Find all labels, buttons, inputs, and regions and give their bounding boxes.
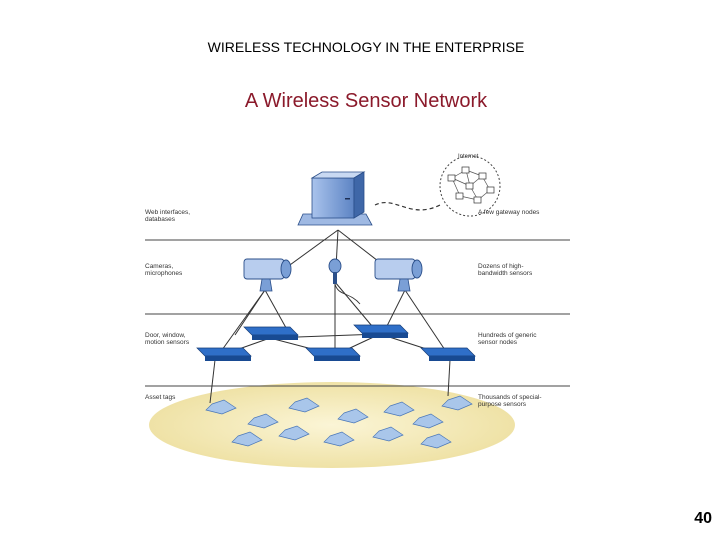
asset-tags <box>205 395 473 449</box>
tier-label-right: Hundreds of generic sensor nodes <box>478 332 538 346</box>
tier-label-left: Cameras, microphones <box>145 263 183 277</box>
asset-tag <box>288 397 320 413</box>
sensor-node <box>305 347 361 361</box>
asset-tag <box>383 401 415 417</box>
slide-title: A Wireless Sensor Network <box>244 90 488 112</box>
tier-label-left: Asset tags <box>145 394 176 401</box>
tier-label-left: Door, window, motion sensors <box>145 332 190 346</box>
tier-label-right: A few gateway nodes <box>478 209 540 216</box>
asset-tag <box>205 399 237 415</box>
asset-tag <box>323 431 355 447</box>
microphone-sensor <box>328 258 361 305</box>
asset-tag <box>420 433 452 449</box>
sensor-node <box>243 326 299 340</box>
asset-tag <box>372 426 404 442</box>
sensor-node <box>420 347 476 361</box>
page-number: 40 <box>694 510 712 527</box>
gateway-internet-link <box>374 202 441 211</box>
internet-label: Internet <box>458 154 479 160</box>
asset-tag <box>231 431 263 447</box>
slide-header: WIRELESS TECHNOLOGY IN THE ENTERPRISE <box>207 39 525 55</box>
tier-label-left: Web interfaces, databases <box>145 209 192 223</box>
internet-cloud: Internet <box>439 154 501 217</box>
camera-sensor-left <box>243 258 292 292</box>
asset-tag <box>278 425 310 441</box>
internet-boundary <box>439 155 501 217</box>
generic-sensor-nodes <box>196 324 476 361</box>
asset-tag <box>412 413 444 429</box>
internet-nodes <box>447 166 495 204</box>
asset-tag <box>441 395 473 411</box>
asset-tag-area <box>149 382 515 468</box>
network-links <box>209 229 451 404</box>
sensor-node <box>196 347 252 361</box>
asset-tag <box>337 408 369 424</box>
gateway-server <box>297 171 373 226</box>
asset-tag <box>247 413 279 429</box>
camera-sensor-right <box>374 258 423 292</box>
tier-label-right: Thousands of special- purpose sensors <box>478 394 543 408</box>
sensor-node <box>353 324 409 338</box>
tier-label-right: Dozens of high- bandwidth sensors <box>478 263 533 277</box>
